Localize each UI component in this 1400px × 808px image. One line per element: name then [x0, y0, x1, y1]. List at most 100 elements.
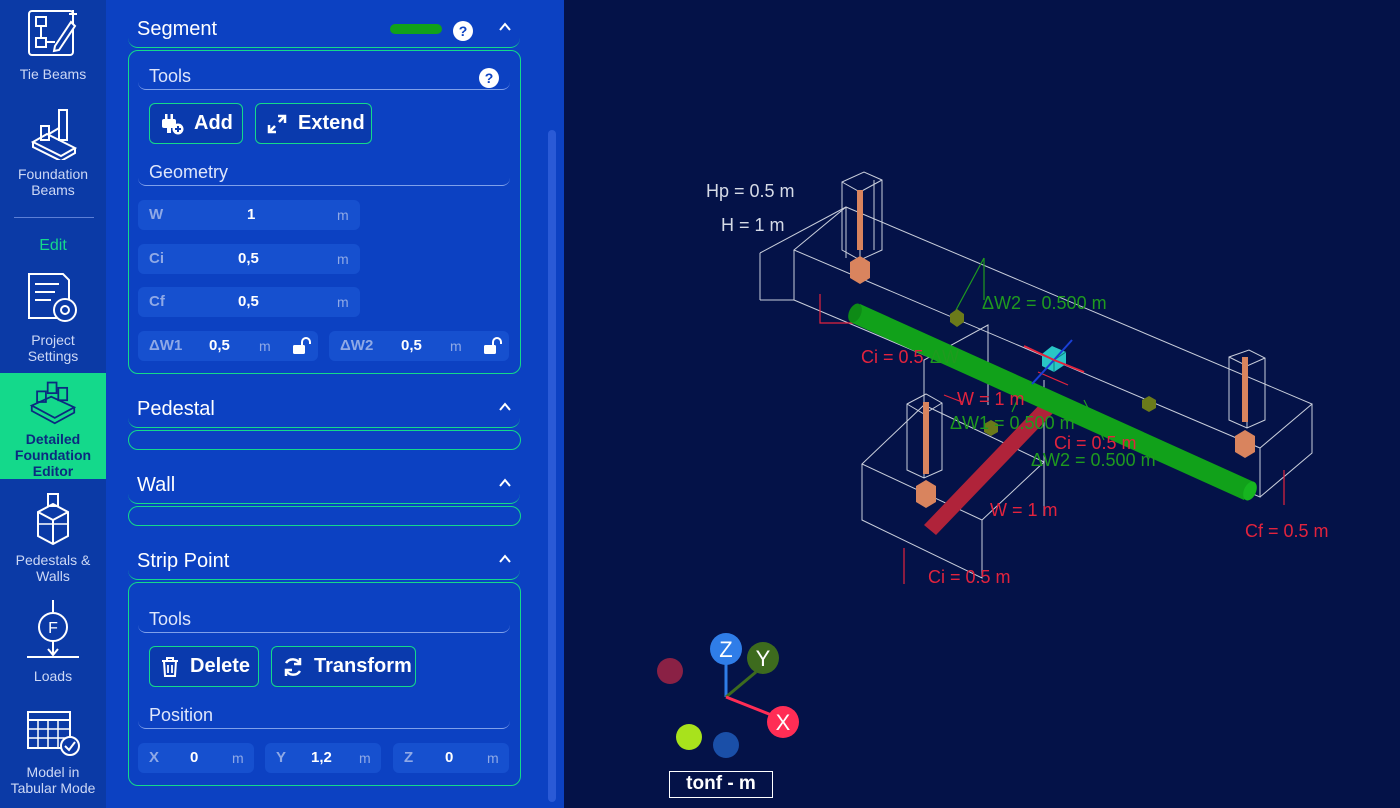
move-gizmo[interactable] [1023, 339, 1085, 385]
axis-x-icon[interactable] [767, 706, 799, 738]
delete-button[interactable]: Delete [149, 646, 259, 687]
axis-neg-y-icon[interactable] [676, 724, 702, 750]
unlock-dw1-icon[interactable] [292, 337, 312, 355]
project-settings-icon [28, 273, 77, 322]
nav-tie-beams[interactable]: Tie Beams [0, 8, 106, 82]
add-button[interactable]: Add [149, 103, 243, 144]
refresh-icon [284, 657, 302, 676]
axis-neg-z-icon[interactable] [713, 732, 739, 758]
3d-viewport[interactable]: Hp = 0.5 m H = 1 m ΔW2 = 0.500 m Ci = 0.… [564, 0, 1400, 808]
h-label: H = 1 m [721, 215, 785, 235]
position-header: Position [138, 703, 510, 729]
wall-section-header[interactable]: Wall [128, 468, 520, 504]
pedestals-walls-icon [37, 493, 69, 546]
w-low-label: W = 1 m [990, 500, 1058, 520]
trash-icon [162, 656, 178, 677]
ci-mid-label: Ci = 0.5 m [1054, 433, 1137, 453]
ci-top-label: Ci = 0.5 [861, 347, 924, 367]
chevron-up-icon[interactable] [498, 552, 512, 566]
extend-button[interactable]: Extend [255, 103, 372, 144]
tools-help-icon[interactable]: ? [479, 68, 499, 88]
cf-right-label: Cf = 0.5 m [1245, 521, 1329, 541]
svg-text:F: F [48, 620, 58, 637]
panel-scrollbar[interactable] [548, 130, 556, 802]
nav-pedestals-walls[interactable]: Pedestals & Walls [0, 492, 106, 584]
foundation-editor-icon [29, 381, 77, 425]
axis-z-icon[interactable] [710, 633, 742, 665]
crossing-beam[interactable] [924, 400, 1056, 535]
axis-y-icon[interactable] [747, 642, 779, 674]
nav-project-settings[interactable]: Project Settings [0, 270, 106, 364]
nav-label: Model in [26, 764, 80, 780]
axis-z-label: Z [719, 637, 732, 662]
ci-field[interactable]: Ci 0,5 m [138, 244, 360, 274]
position-title: Position [149, 705, 214, 725]
segment-beam[interactable] [845, 301, 1259, 502]
dw2-field[interactable]: ΔW2 0,5 m [329, 331, 509, 361]
foundation-beams-icon [30, 109, 78, 160]
y-field[interactable]: Y 1,2 m [265, 743, 381, 773]
geometry-header: Geometry [138, 160, 510, 186]
nav-detailed-foundation-editor[interactable]: Detailed Foundation Editor [0, 373, 106, 479]
chevron-up-icon[interactable] [498, 476, 512, 490]
strip-tools-header: Tools [138, 607, 510, 633]
nav-label: Pedestals & [15, 552, 91, 568]
dw1-field[interactable]: ΔW1 0,5 m [138, 331, 318, 361]
unlock-dw2-icon[interactable] [483, 337, 503, 355]
strip-point-title: Strip Point [137, 550, 230, 572]
dw2-low-label: ΔW2 = 0.500 m [1031, 450, 1156, 470]
nav-label: Tie Beams [19, 66, 87, 82]
segment-section-header[interactable]: Segment ? [128, 12, 520, 48]
extend-label: Extend [298, 112, 365, 134]
nav-label: Editor [32, 463, 74, 479]
add-label: Add [194, 112, 233, 134]
hp-label: Hp = 0.5 m [706, 181, 795, 201]
nav-tabular-mode[interactable]: Model in Tabular Mode [0, 710, 106, 796]
axis-x-label: X [776, 710, 791, 735]
pedestals[interactable] [850, 190, 1255, 508]
strip-point-section-header[interactable]: Strip Point [128, 544, 520, 580]
wall-section-body [128, 506, 521, 526]
nav-label: Settings [27, 348, 79, 364]
side-nav: Tie Beams Foundation Beams Edit Project … [0, 0, 106, 808]
dw2-top-label: ΔW2 = 0.500 m [982, 293, 1107, 313]
w-mid-label: W = 1 m [957, 389, 1025, 409]
nav-label: Detailed [25, 431, 81, 447]
segment-title: Segment [137, 18, 218, 40]
transform-label: Transform [314, 655, 412, 677]
pedestal-section-body [128, 430, 521, 450]
nav-label: Tabular Mode [10, 780, 96, 796]
segment-color-swatch[interactable] [390, 24, 442, 34]
nav-label: Walls [36, 568, 70, 584]
ci-low-label: Ci = 0.5 m [928, 567, 1011, 587]
foundation-3d-scene[interactable]: Hp = 0.5 m H = 1 m ΔW2 = 0.500 m Ci = 0.… [564, 0, 1400, 808]
z-field[interactable]: Z 0 m [393, 743, 509, 773]
segment-help-icon[interactable]: ? [453, 21, 473, 41]
tie-beams-icon [28, 10, 77, 56]
cf-field[interactable]: Cf 0,5 m [138, 287, 360, 317]
transform-button[interactable]: Transform [271, 646, 416, 687]
axis-y-label: Y [756, 646, 771, 671]
nav-foundation-beams[interactable]: Foundation Beams [0, 106, 106, 198]
tools-title: Tools [149, 609, 192, 629]
nav-section-edit: Edit [39, 237, 67, 254]
x-field[interactable]: X 0 m [138, 743, 254, 773]
load-force-icon: F [27, 600, 79, 658]
chevron-up-icon[interactable] [498, 20, 512, 34]
nav-label: Loads [33, 668, 73, 684]
handles[interactable] [950, 309, 1156, 436]
pedestal-title: Pedestal [137, 398, 215, 420]
nav-loads[interactable]: F Loads [0, 600, 106, 684]
units-selector[interactable]: tonf - m [669, 771, 773, 798]
segment-tools-header: Tools ? [138, 64, 510, 90]
chevron-up-icon[interactable] [498, 400, 512, 414]
nav-label: Foundation [14, 447, 92, 463]
w-field[interactable]: W 1 m [138, 200, 360, 230]
axis-triad[interactable]: Z Y X [657, 633, 799, 758]
pedestal-section-header[interactable]: Pedestal [128, 392, 520, 428]
tools-title: Tools [149, 66, 192, 86]
axis-neg-x-icon[interactable] [657, 658, 683, 684]
plug-add-icon [162, 113, 184, 134]
table-check-icon [27, 711, 80, 756]
dw1-mid-label: ΔW [930, 347, 959, 367]
